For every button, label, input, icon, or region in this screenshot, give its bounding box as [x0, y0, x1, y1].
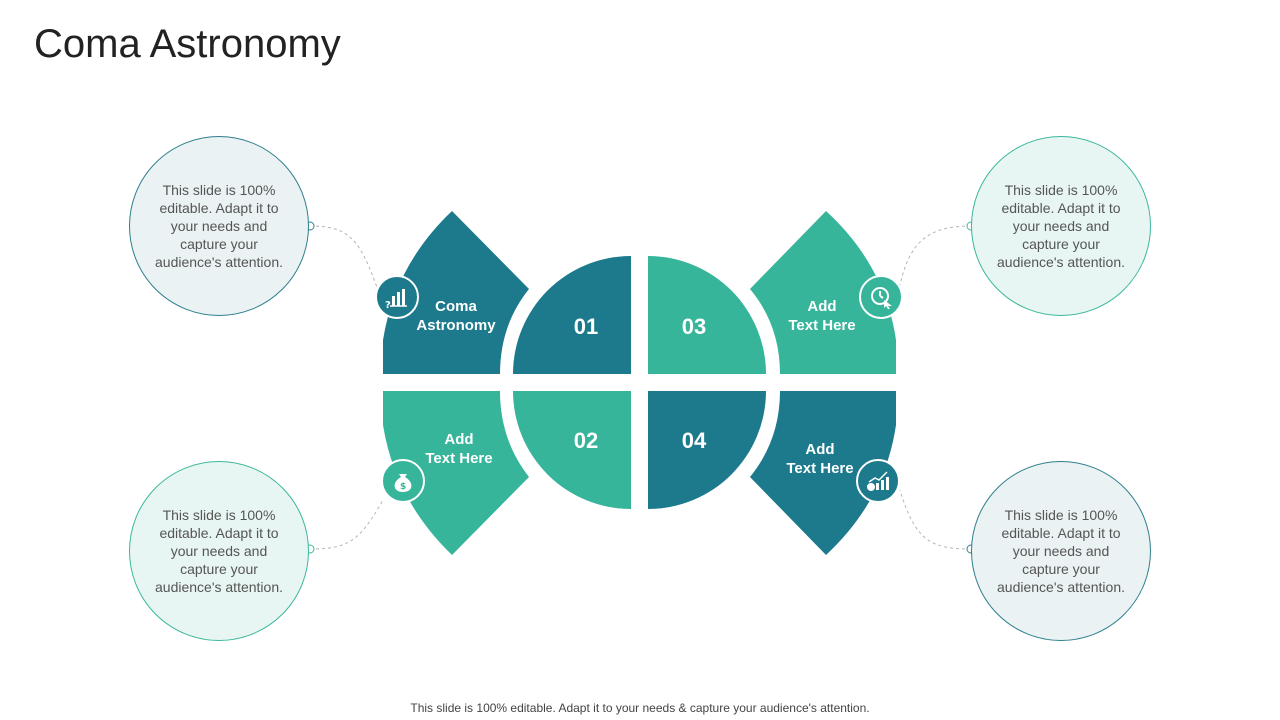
svg-text:?: ?	[385, 300, 391, 310]
connector-line-1	[309, 225, 379, 291]
description-text-3: This slide is 100% editable. Adapt it to…	[997, 182, 1125, 270]
wing-shape-3	[750, 211, 896, 374]
segment-number-01: 01	[573, 314, 599, 339]
wing-shape-4	[750, 391, 896, 555]
segment-number-04: 04	[681, 428, 707, 453]
chart-question-icon: ?	[375, 275, 419, 319]
segment-label-04: Add Text Here	[765, 440, 875, 478]
segment-label-01: Coma Astronomy	[401, 297, 511, 335]
quarter-shape-03	[648, 256, 766, 374]
description-bubble-3: This slide is 100% editable. Adapt it to…	[971, 136, 1151, 316]
segment-label-02: Add Text Here	[404, 430, 514, 468]
clock-cursor-icon	[859, 275, 903, 319]
segment-label-03-text: Add Text Here	[788, 298, 856, 334]
segment-label-04-text: Add Text Here	[786, 441, 854, 477]
page-title: Coma Astronomy	[34, 22, 341, 66]
description-bubble-1: This slide is 100% editable. Adapt it to…	[129, 136, 309, 316]
svg-text:$: $	[400, 482, 406, 492]
quarter-shape-02	[513, 391, 631, 509]
description-text-2: This slide is 100% editable. Adapt it to…	[155, 507, 283, 595]
segment-label-01-text: Coma Astronomy	[416, 298, 496, 334]
description-text-4: This slide is 100% editable. Adapt it to…	[997, 507, 1125, 595]
description-text-1: This slide is 100% editable. Adapt it to…	[155, 182, 283, 270]
connector-line-2	[309, 499, 384, 550]
footer-note: This slide is 100% editable. Adapt it to…	[410, 701, 870, 715]
wing-shape-2	[383, 391, 529, 555]
segment-label-02-text: Add Text Here	[425, 431, 493, 467]
quarter-shape-01	[513, 256, 631, 374]
segment-number-02: 02	[573, 428, 599, 453]
description-bubble-2: This slide is 100% editable. Adapt it to…	[129, 461, 309, 641]
description-bubble-4: This slide is 100% editable. Adapt it to…	[971, 461, 1151, 641]
segment-label-03: Add Text Here	[767, 297, 877, 335]
money-bag-icon: $	[381, 459, 425, 503]
growth-chart-icon	[856, 459, 900, 503]
quarter-shape-04	[648, 391, 766, 509]
segment-number-03: 03	[681, 314, 707, 339]
connector-line-3	[899, 225, 972, 286]
wing-shape-1	[383, 211, 529, 374]
connector-line-4	[899, 489, 972, 550]
